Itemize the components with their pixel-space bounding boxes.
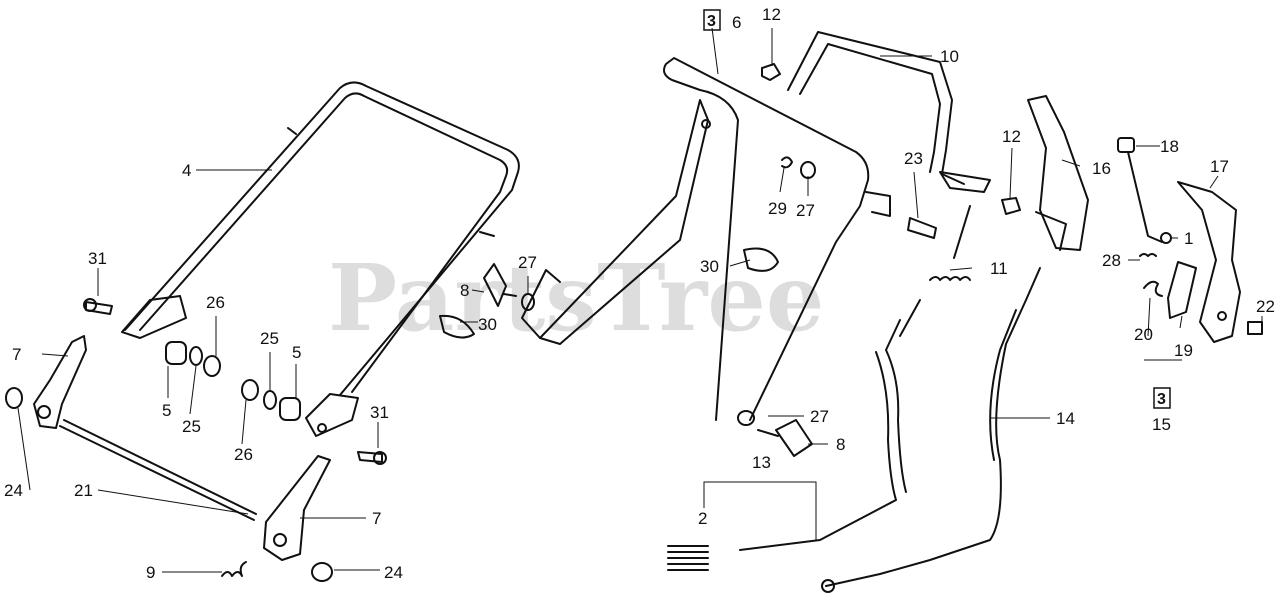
bracket-part-17 [1177, 181, 1241, 343]
clip-part-29 [781, 156, 793, 169]
callout-16: 16 [1092, 159, 1111, 178]
callout-25a: 25 [182, 417, 201, 436]
callout-30b: 30 [478, 315, 497, 334]
callout-17: 17 [1210, 157, 1229, 176]
callout-15: 15 [1152, 415, 1171, 434]
bolt-part-31a [83, 298, 113, 315]
spring-part-11 [929, 205, 971, 281]
callout-22: 22 [1256, 297, 1275, 316]
callout-4: 4 [182, 161, 191, 180]
cable-clip-part-30b [439, 314, 475, 339]
nut-part-24b [311, 562, 333, 582]
spring-part-28 [1139, 253, 1157, 257]
callout-26a: 26 [206, 293, 225, 312]
knob-part-8a [483, 263, 507, 307]
bolt-part-22 [1247, 321, 1263, 335]
callout-1: 1 [1184, 229, 1193, 248]
throttle-cable-part-14 [821, 267, 1041, 593]
kit-box-3a-label: 3 [707, 13, 716, 30]
callout-24b: 24 [384, 563, 403, 582]
callout-5b: 5 [292, 343, 301, 362]
kit-box-3b [1153, 387, 1171, 409]
control-lever-part-10 [787, 31, 991, 193]
kit-box-3b-label: 3 [1157, 391, 1166, 408]
upper-handle-part-6 [521, 57, 891, 421]
bracket-part-7b [263, 455, 331, 561]
callout-12a: 12 [762, 5, 781, 24]
throttle-lever-part-16 [1027, 95, 1089, 251]
callout-2: 2 [698, 509, 707, 528]
nut-part-12b [1001, 197, 1021, 215]
nut-part-24a [5, 387, 23, 409]
callout-18: 18 [1160, 137, 1179, 156]
bolt-part-31b [357, 451, 387, 465]
callout-25b: 25 [260, 329, 279, 348]
washer-part-27c [737, 410, 755, 426]
nut-part-26a [203, 355, 221, 377]
handle-bracket-left [121, 295, 359, 437]
callout-30a: 30 [700, 257, 719, 276]
spring-part-9 [221, 561, 247, 577]
link-part-19 [1167, 261, 1197, 319]
callout-7a: 7 [12, 345, 21, 364]
rod-part-18 [1117, 137, 1163, 243]
callout-21: 21 [74, 481, 93, 500]
callout-20: 20 [1134, 325, 1153, 344]
kit-box-3a [703, 9, 721, 31]
rod-part-21 [59, 419, 257, 521]
callout-26b: 26 [234, 445, 253, 464]
callout-19: 19 [1174, 341, 1193, 360]
callout-12b: 12 [1002, 127, 1021, 146]
callout-10: 10 [940, 47, 959, 66]
washer-part-25a [189, 346, 203, 366]
collar-part-5b [279, 397, 301, 421]
callout-27a: 27 [518, 253, 537, 272]
callout-23: 23 [904, 149, 923, 168]
washer-part-25b [263, 390, 277, 410]
callout-8a: 8 [460, 281, 469, 300]
callout-8b: 8 [836, 435, 845, 454]
callout-14: 14 [1056, 409, 1075, 428]
bracket-part-7a [33, 335, 87, 429]
spring-part-20 [1143, 280, 1163, 297]
spring-part-2 [667, 545, 709, 571]
callout-24a: 24 [4, 481, 23, 500]
callout-7b: 7 [372, 509, 381, 528]
callout-27c: 27 [810, 407, 829, 426]
collar-part-5a [165, 341, 187, 365]
callout-29: 29 [768, 199, 787, 218]
callout-9: 9 [146, 563, 155, 582]
nut-part-12a [761, 63, 781, 81]
bolt-part-23 [907, 217, 937, 239]
callout-5a: 5 [162, 401, 171, 420]
nut-part-26b [241, 379, 259, 401]
callout-31a: 31 [88, 249, 107, 268]
clutch-cable-part-13 [739, 299, 921, 551]
cable-clip-part-30a [743, 247, 779, 272]
callout-13: 13 [752, 453, 771, 472]
callout-11: 11 [990, 259, 1008, 278]
lower-handle-part-4 [124, 81, 520, 396]
washer-part-27a [800, 161, 816, 179]
callout-27b: 27 [796, 201, 815, 220]
clip-part-1 [1160, 232, 1172, 244]
callout-6: 6 [732, 13, 741, 32]
callout-31b: 31 [370, 403, 389, 422]
callout-28: 28 [1102, 251, 1121, 270]
knob-part-8b [775, 419, 813, 457]
